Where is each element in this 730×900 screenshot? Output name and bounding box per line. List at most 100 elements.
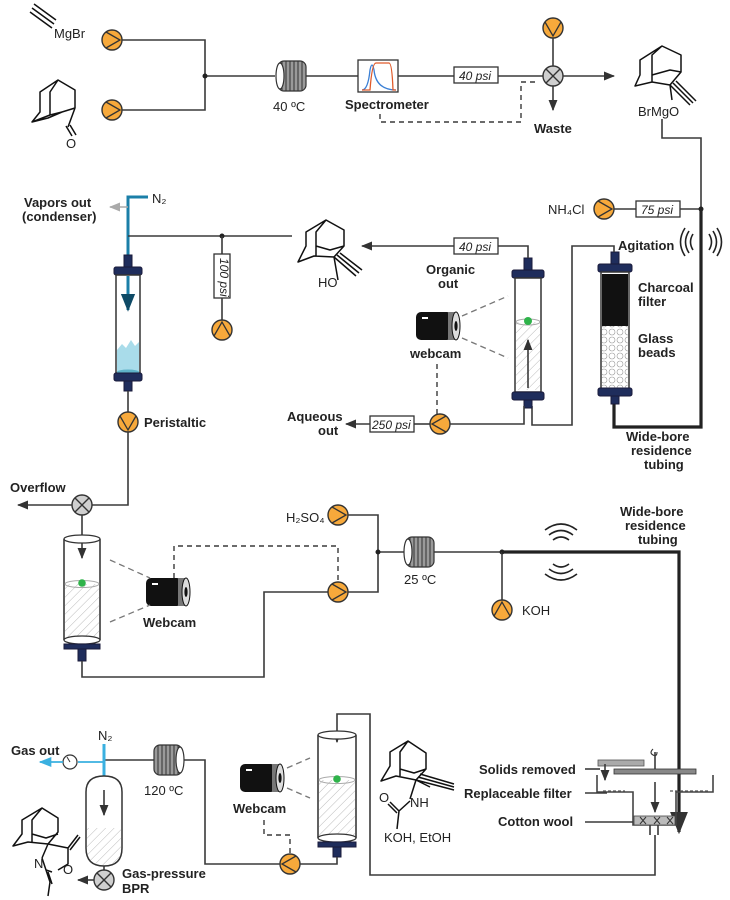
pressure-vessel <box>85 775 123 867</box>
organic-out-label-2: out <box>438 276 459 291</box>
stage-2-quench-and-separation: NH₄Cl 75 psi Agitation Charcoal filter G… <box>287 198 723 472</box>
product-o-label: O <box>63 862 73 877</box>
pump-reservoir-feed[interactable] <box>327 581 349 603</box>
residence-label-s4-3: tubing <box>638 532 678 547</box>
evaporation-column <box>113 254 143 392</box>
aqueous-out-label-1: Aqueous <box>287 409 343 424</box>
adamantanone-structure: O <box>31 79 77 151</box>
spectrometer <box>357 59 399 93</box>
pump-peristaltic[interactable] <box>117 411 139 433</box>
liquid-liquid-separator <box>511 257 545 409</box>
bromomagnesium-alkoxide-structure: BrMgO <box>634 45 697 119</box>
stage-5-filtration-and-cyclization: Solids removed Replaceable filter Cotton… <box>11 713 714 897</box>
pump-grignard[interactable] <box>101 29 123 51</box>
webcam-separator <box>415 311 461 341</box>
overflow-label: Overflow <box>10 480 67 495</box>
residence-label-s4-2: residence <box>625 518 686 533</box>
charcoal-label-1: Charcoal <box>638 280 694 295</box>
pump-h2so4[interactable] <box>327 504 349 526</box>
stage-3-solvent-switch: N₂ Vapors out (condenser) 100 psi Perist… <box>10 191 339 678</box>
koh-label: KOH <box>522 603 550 618</box>
pump-solvent-100psi[interactable] <box>211 319 233 341</box>
webcam-reservoir <box>145 577 191 607</box>
vapors-out-label-2: (condenser) <box>22 209 96 224</box>
interface-marker <box>524 317 532 325</box>
n2-label-top: N₂ <box>152 191 166 206</box>
heated-coil-40c <box>275 60 307 92</box>
ethynylmagnesium-bromide-structure: MgBr <box>29 3 86 41</box>
ho-label: HO <box>318 275 338 290</box>
cyclization-reservoir <box>317 730 357 858</box>
n2-label-bottom: N₂ <box>98 728 112 743</box>
coil-25c <box>403 536 435 568</box>
gas-out-label: Gas out <box>11 743 60 758</box>
reagent-mgbr-label: MgBr <box>54 26 86 41</box>
overflow-valve[interactable] <box>71 494 93 516</box>
gas-pressure-bpr-valve[interactable] <box>93 869 115 891</box>
bpr-aqueous-label: 250 psi <box>371 418 411 432</box>
stage-4-ritter-reaction: H₂SO₄ 25 ºC KOH Wide-bore residence tubi… <box>286 504 688 835</box>
bpr-40psi-box <box>453 66 499 84</box>
webcam-cyclization <box>239 763 285 793</box>
filter-assembly <box>596 748 714 835</box>
organic-out-label-1: Organic <box>426 262 475 277</box>
agitation-icon <box>679 227 723 257</box>
feedback-signal-line <box>379 81 538 123</box>
vapors-out-label-1: Vapors out <box>24 195 92 210</box>
ketone-o-label: O <box>66 136 76 151</box>
residence-label-s4-1: Wide-bore <box>620 504 683 519</box>
peristaltic-label: Peristaltic <box>144 415 206 430</box>
webcam-label-cyclization: Webcam <box>233 801 286 816</box>
nh4cl-label: NH₄Cl <box>548 202 584 217</box>
bpr-75psi-label: 75 psi <box>641 203 673 217</box>
brmgo-label: BrMgO <box>638 104 679 119</box>
solids-removed-label: Solids removed <box>479 762 576 777</box>
pump-top-solvent[interactable] <box>542 17 564 39</box>
pressure-gauge-icon <box>62 754 78 770</box>
ethynyl-adamantanol-structure: HO <box>297 219 363 290</box>
spectrometer-label: Spectrometer <box>345 97 429 112</box>
glass-beads-label-2: beads <box>638 345 676 360</box>
bpr-40psi-label: 40 psi <box>459 69 491 83</box>
carbamate-o-label: O <box>379 790 389 805</box>
bpr-organic-label: 40 psi <box>459 240 491 254</box>
spiro-oxazoline-product-structure: N O <box>12 807 81 897</box>
carbamate-conditions-label: KOH, EtOH <box>384 830 451 845</box>
bpr-100psi-label: 100 psi <box>217 258 231 297</box>
waste-label: Waste <box>534 121 572 136</box>
pump-aqueous[interactable] <box>429 413 451 435</box>
selection-valve-top[interactable] <box>542 65 564 87</box>
pump-adamantanone[interactable] <box>101 99 123 121</box>
pump-koh[interactable] <box>491 599 513 621</box>
carbamate-nh-label: NH <box>410 795 429 810</box>
coil-120c <box>153 744 185 776</box>
coil-temp-40: 40 ºC <box>273 99 305 114</box>
webcam-label-reservoir: Webcam <box>143 615 196 630</box>
glass-beads-label-1: Glass <box>638 331 673 346</box>
carbamate-intermediate-structure: NH O KOH, EtOH <box>379 740 455 845</box>
residence-label-3: tubing <box>644 457 684 472</box>
charcoal-filter-column <box>597 251 633 405</box>
n2-inlet-line <box>126 195 148 276</box>
residence-label-1: Wide-bore <box>626 429 689 444</box>
pump-nh4cl[interactable] <box>593 198 615 220</box>
aqueous-out-label-2: out <box>318 423 339 438</box>
bpr-label-1: Gas-pressure <box>122 866 206 881</box>
bpr-label-2: BPR <box>122 881 150 896</box>
h2so4-label: H₂SO₄ <box>286 510 325 525</box>
replaceable-filter-label: Replaceable filter <box>464 786 572 801</box>
pump-cyclization[interactable] <box>279 853 301 875</box>
coil-temp-120: 120 ºC <box>144 783 183 798</box>
product-n-label: N <box>34 856 43 871</box>
stage-1-grignard-addition: MgBr O 40 ºC Spectrometer 40 psi Waste <box>29 3 702 208</box>
coil-temp-25: 25 ºC <box>404 572 436 587</box>
rotation-icon <box>650 748 658 757</box>
webcam-label-separator: webcam <box>409 346 461 361</box>
residence-label-2: residence <box>631 443 692 458</box>
sonication-icon <box>544 523 578 581</box>
cotton-wool-label: Cotton wool <box>498 814 573 829</box>
agitation-label: Agitation <box>618 238 674 253</box>
charcoal-label-2: filter <box>638 294 666 309</box>
acid-reservoir <box>63 534 101 662</box>
